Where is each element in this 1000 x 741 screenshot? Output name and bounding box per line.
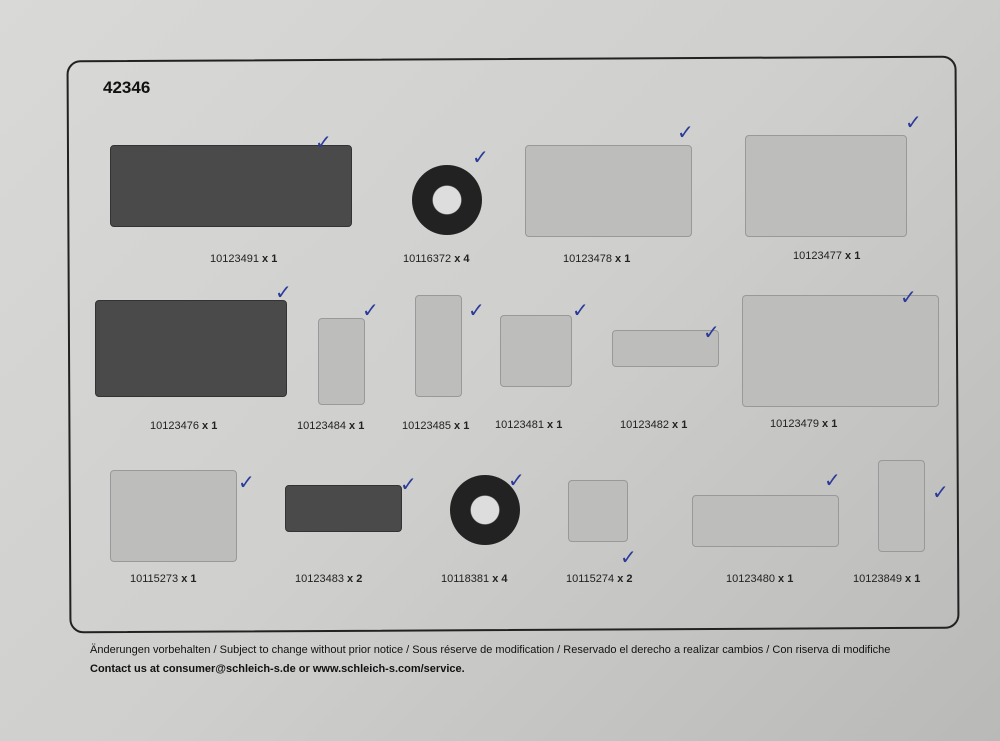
- part-number: 10116372: [403, 253, 452, 265]
- part-number: 10123481: [495, 419, 544, 431]
- part-number: 10123477: [793, 250, 842, 262]
- part-label: 10115274 x 2: [566, 573, 632, 585]
- part-quantity: x 1: [778, 573, 794, 585]
- part-image: [318, 318, 365, 405]
- part-quantity: x 2: [347, 573, 363, 585]
- part-image: [95, 300, 287, 397]
- check-mark-icon: ✓: [275, 280, 292, 304]
- check-mark-icon: ✓: [508, 468, 525, 492]
- part-number: 10123482: [620, 419, 669, 431]
- part-quantity: x 4: [492, 573, 508, 585]
- part-image: [745, 135, 907, 237]
- footer-notice: Änderungen vorbehalten / Subject to chan…: [90, 644, 891, 656]
- part-quantity: x 1: [905, 573, 921, 585]
- check-mark-icon: ✓: [703, 320, 720, 344]
- part-number: 10123480: [726, 573, 775, 585]
- part-label: 10123479 x 1: [770, 418, 837, 430]
- part-label: 10123481 x 1: [495, 419, 562, 431]
- part-image: [285, 485, 402, 532]
- part-quantity: x 1: [181, 573, 197, 585]
- part-label: 10116372 x 4: [403, 253, 469, 265]
- part-label: 10123483 x 2: [295, 573, 362, 585]
- part-number: 10123491: [210, 253, 259, 265]
- set-number: 42346: [103, 78, 151, 97]
- part-image: [878, 460, 925, 552]
- part-label: 10123480 x 1: [726, 573, 793, 585]
- part-quantity: x 2: [617, 573, 633, 585]
- part-quantity: x 1: [262, 253, 278, 265]
- part-label: 10115273 x 1: [130, 573, 196, 585]
- part-number: 10123485: [402, 420, 451, 432]
- part-label: 10123482 x 1: [620, 419, 687, 431]
- part-number: 10123476: [150, 420, 199, 432]
- part-number: 10115273: [130, 573, 179, 585]
- check-mark-icon: ✓: [824, 468, 841, 492]
- check-mark-icon: ✓: [620, 545, 637, 569]
- part-label: 10123849 x 1: [853, 573, 920, 585]
- part-image: [450, 475, 520, 545]
- part-quantity: x 4: [454, 253, 470, 265]
- check-mark-icon: ✓: [468, 298, 485, 322]
- part-label: 10123477 x 1: [793, 250, 860, 262]
- part-quantity: x 1: [202, 420, 218, 432]
- part-number: 10123478: [563, 253, 612, 265]
- part-label: 10123476 x 1: [150, 420, 217, 432]
- part-label: 10118381 x 4: [441, 573, 507, 585]
- part-quantity: x 1: [454, 420, 470, 432]
- part-number: 10118381: [441, 573, 490, 585]
- part-number: 10123479: [770, 418, 819, 430]
- footer-contact: Contact us at consumer@schleich-s.de or …: [90, 663, 465, 675]
- part-number: 10123849: [853, 573, 902, 585]
- part-number: 10115274: [566, 573, 615, 585]
- part-quantity: x 1: [822, 418, 838, 430]
- part-image: [525, 145, 692, 237]
- part-image: [692, 495, 839, 547]
- part-label: 10123485 x 1: [402, 420, 469, 432]
- check-mark-icon: ✓: [900, 285, 917, 309]
- part-image: [612, 330, 719, 367]
- part-label: 10123491 x 1: [210, 253, 277, 265]
- part-image: [415, 295, 462, 397]
- check-mark-icon: ✓: [472, 145, 489, 169]
- part-image: [412, 165, 482, 235]
- check-mark-icon: ✓: [572, 298, 589, 322]
- part-image: [742, 295, 939, 407]
- part-number: 10123483: [295, 573, 344, 585]
- check-mark-icon: ✓: [315, 130, 332, 154]
- part-image: [110, 145, 352, 227]
- part-label: 10123484 x 1: [297, 420, 364, 432]
- check-mark-icon: ✓: [238, 470, 255, 494]
- check-mark-icon: ✓: [362, 298, 379, 322]
- check-mark-icon: ✓: [677, 120, 694, 144]
- part-quantity: x 1: [547, 419, 563, 431]
- part-number: 10123484: [297, 420, 346, 432]
- check-mark-icon: ✓: [905, 110, 922, 134]
- part-image: [110, 470, 237, 562]
- part-quantity: x 1: [845, 250, 861, 262]
- part-quantity: x 1: [615, 253, 631, 265]
- part-image: [500, 315, 572, 387]
- part-image: [568, 480, 628, 542]
- part-quantity: x 1: [672, 419, 688, 431]
- check-mark-icon: ✓: [932, 480, 949, 504]
- part-label: 10123478 x 1: [563, 253, 630, 265]
- check-mark-icon: ✓: [400, 472, 417, 496]
- part-quantity: x 1: [349, 420, 365, 432]
